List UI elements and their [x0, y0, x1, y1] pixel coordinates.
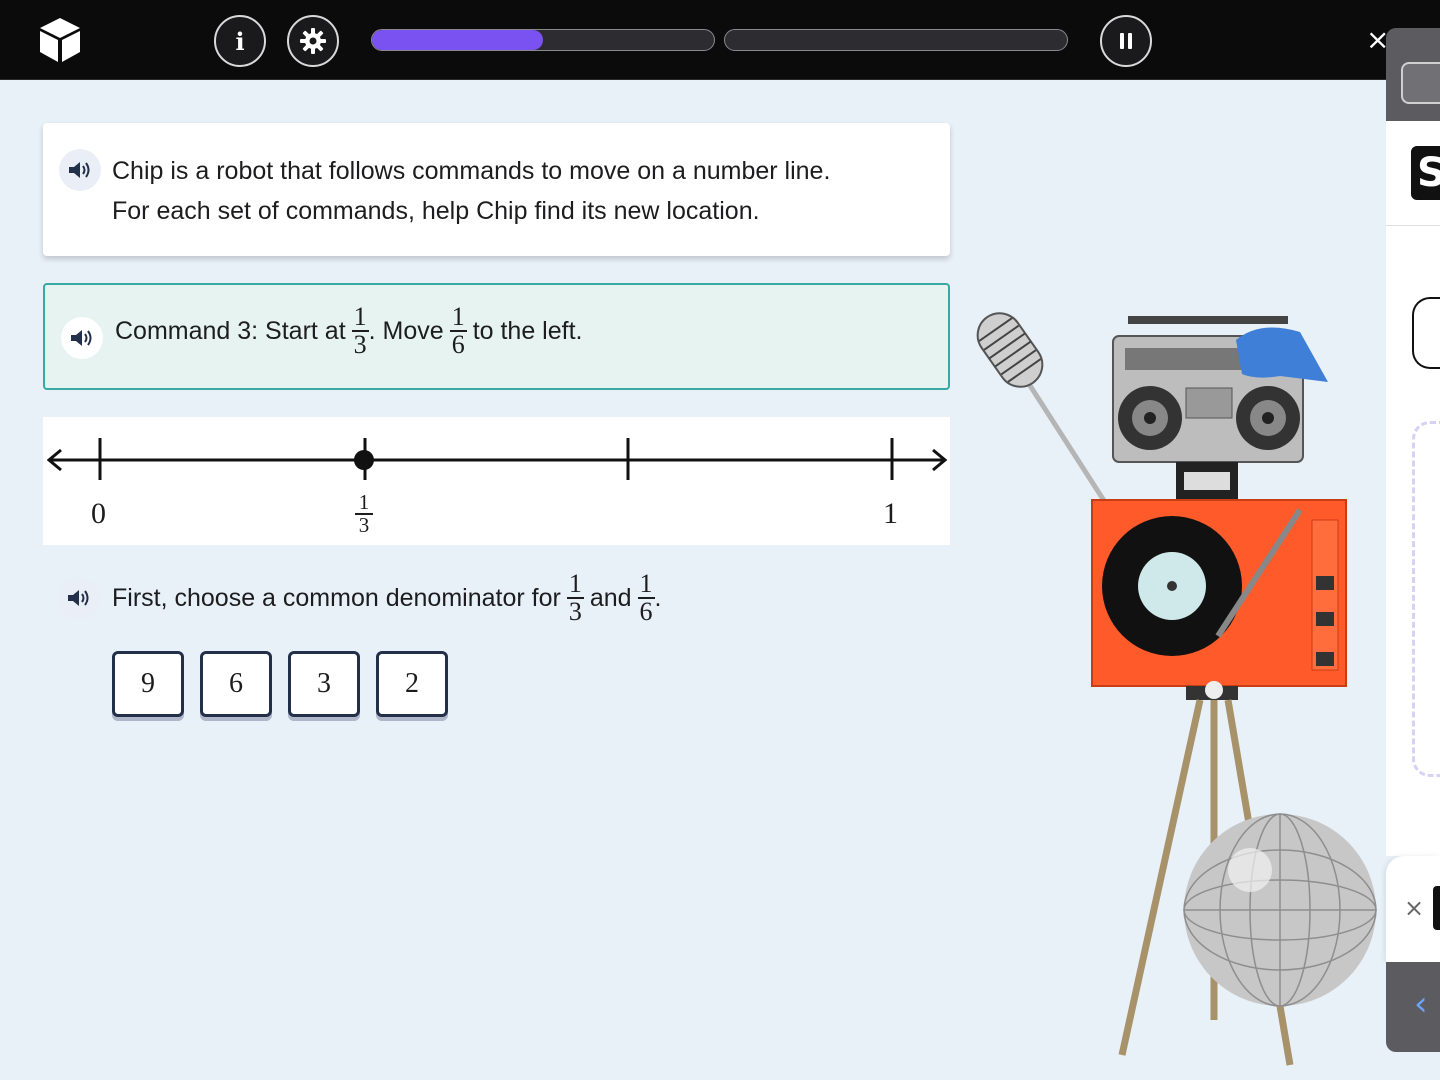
side-panel-toggle-icon[interactable]	[1401, 62, 1440, 104]
move-denominator: 6	[451, 330, 465, 359]
progress-bar-1	[371, 29, 715, 51]
label-one-third-numerator: 1	[358, 490, 370, 514]
info-icon: i	[235, 26, 245, 56]
side-panel-nav: ‹	[1386, 962, 1440, 1052]
chip-robot-illustration	[976, 312, 1377, 1066]
number-line-graphic	[46, 438, 948, 480]
question-b-numerator: 1	[639, 569, 653, 598]
prompt-audio-button[interactable]	[59, 149, 101, 191]
choice-button[interactable]: 9	[112, 651, 184, 717]
prompt-line-1: Chip is a robot that follows commands to…	[112, 157, 831, 185]
pause-button[interactable]	[1100, 15, 1152, 67]
question-b-denominator: 6	[639, 597, 653, 626]
command-prefix: Command 3: Start at	[115, 316, 346, 345]
number-line: 0 1 3 1	[43, 417, 950, 545]
question-end: .	[654, 583, 662, 612]
command-text: Command 3: Start at 1 3 . Move 1 6 to th…	[115, 302, 583, 359]
question-a-numerator: 1	[568, 569, 582, 598]
move-fraction: 1 6	[449, 302, 467, 359]
side-panel-logo: S	[1411, 146, 1440, 200]
prompt-line-2: For each set of commands, help Chip find…	[112, 197, 760, 225]
right-arrow-icon	[932, 448, 948, 472]
start-denominator: 3	[353, 330, 367, 359]
cube-logo-icon[interactable]	[38, 16, 82, 64]
question-fraction-a: 1 3	[566, 569, 584, 626]
speaker-icon	[71, 330, 92, 346]
side-panel-divider	[1386, 225, 1440, 226]
speaker-icon	[68, 590, 89, 606]
prompt-text: Chip is a robot that follows commands to…	[112, 151, 932, 231]
side-panel-button[interactable]	[1412, 297, 1440, 369]
chip-position-point	[353, 450, 374, 470]
side-panel: S	[1386, 121, 1440, 856]
choice-button[interactable]: 6	[200, 651, 272, 717]
command-audio-button[interactable]	[61, 317, 103, 359]
question-audio-button[interactable]	[58, 577, 100, 619]
question-a-denominator: 3	[568, 597, 582, 626]
choice-button[interactable]: 3	[288, 651, 360, 717]
prompt-card: Chip is a robot that follows commands to…	[43, 123, 950, 256]
settings-button[interactable]	[287, 15, 339, 67]
question-and: and	[589, 583, 632, 612]
start-numerator: 1	[353, 302, 367, 331]
label-zero: 0	[91, 497, 106, 530]
close-button[interactable]: ×	[1366, 23, 1390, 56]
label-one-third: 1 3	[355, 490, 373, 537]
gear-icon	[300, 28, 326, 54]
top-bar: i ×	[0, 0, 1440, 80]
left-arrow-icon	[46, 448, 62, 472]
side-panel-popup: ×	[1386, 856, 1440, 962]
label-one-third-denominator: 3	[358, 513, 370, 537]
question-fraction-b: 1 6	[637, 569, 655, 626]
progress-bar-2	[724, 29, 1068, 51]
progress-fill-1	[372, 30, 543, 50]
info-button[interactable]: i	[214, 15, 266, 67]
question-prefix: First, choose a common denominator for	[112, 583, 561, 612]
chevron-left-icon[interactable]: ‹	[1414, 984, 1428, 1024]
popup-close-icon[interactable]: ×	[1404, 894, 1425, 922]
answer-choices: 9 6 3 2	[112, 651, 448, 717]
choice-button[interactable]: 2	[376, 651, 448, 717]
command-suffix: to the left.	[472, 316, 583, 345]
popup-tab[interactable]	[1433, 886, 1440, 930]
start-fraction: 1 3	[351, 302, 369, 359]
label-one: 1	[883, 497, 898, 530]
side-panel-dropzone	[1412, 421, 1440, 777]
command-middle: . Move	[368, 316, 444, 345]
pause-icon	[1120, 33, 1132, 49]
command-card: Command 3: Start at 1 3 . Move 1 6 to th…	[43, 283, 950, 390]
question-text: First, choose a common denominator for 1…	[112, 569, 662, 626]
speaker-icon	[69, 162, 90, 178]
move-numerator: 1	[451, 302, 465, 331]
